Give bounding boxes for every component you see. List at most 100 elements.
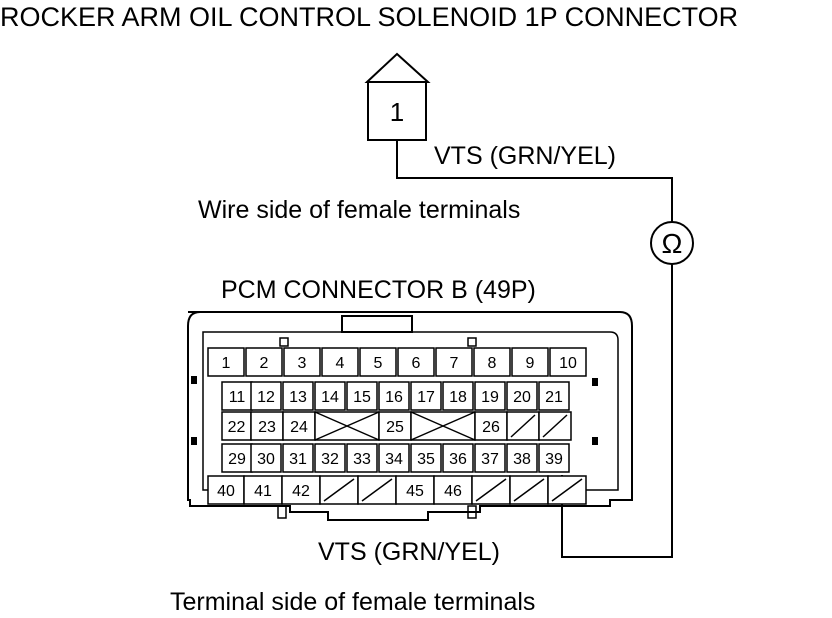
terminal-22-cell	[221, 411, 252, 441]
ohm-icon: Ω	[662, 228, 683, 259]
terminal-46-label: 46	[444, 483, 462, 500]
terminal-2-cell	[245, 347, 283, 377]
terminal-24-label: 24	[290, 419, 308, 436]
terminal-12-label: 12	[257, 389, 275, 406]
index-mark-right	[467, 337, 477, 347]
terminal-32-cell	[314, 443, 346, 473]
right-tab-lower	[592, 437, 598, 445]
terminal-side-caption: Terminal side of female terminals	[170, 588, 535, 616]
foot-left	[277, 505, 287, 519]
terminal-35-label: 35	[417, 451, 435, 468]
terminal-17-cell	[410, 381, 442, 411]
terminal-30-label: 30	[257, 451, 275, 468]
terminal-35-cell	[410, 443, 442, 473]
terminal-1-label: 1	[222, 355, 231, 372]
terminal-16-cell	[378, 381, 410, 411]
terminal-42-label: 42	[292, 483, 310, 500]
terminal-36-cell	[442, 443, 474, 473]
solenoid-pin-label: 1	[390, 97, 404, 127]
terminal-10-cell	[549, 347, 587, 377]
terminal-39-cell	[538, 443, 570, 473]
terminal-26-label: 26	[482, 419, 500, 436]
wire-bottom-path	[561, 264, 673, 558]
terminal-37-label: 37	[481, 451, 499, 468]
terminal-2-label: 2	[260, 355, 269, 372]
terminal-14-cell	[314, 381, 346, 411]
terminal-19-cell	[474, 381, 506, 411]
terminal-22-label: 22	[228, 419, 246, 436]
terminal-34-label: 34	[385, 451, 403, 468]
terminal-5-label: 5	[374, 355, 383, 372]
terminal-18-cell	[442, 381, 474, 411]
terminal-20-cell	[506, 381, 538, 411]
terminal-32-label: 32	[321, 451, 339, 468]
solenoid-connector: 1	[364, 52, 431, 141]
terminal-40-cell	[207, 475, 245, 505]
terminal-3-cell	[283, 347, 321, 377]
ohmmeter: Ω	[650, 221, 694, 265]
terminal-34-cell	[378, 443, 410, 473]
terminal-42-cell	[281, 475, 321, 505]
terminal-29-cell	[221, 443, 253, 473]
terminal-38-cell	[506, 443, 538, 473]
terminal-16-label: 16	[385, 389, 403, 406]
terminal-13-label: 13	[289, 389, 307, 406]
terminal-46-cell	[433, 475, 473, 505]
left-tab-lower	[191, 437, 197, 445]
wire-side-caption: Wire side of female terminals	[198, 196, 520, 224]
blank-row3-c-blank-slash	[510, 414, 536, 438]
terminal-19-label: 19	[481, 389, 499, 406]
terminal-29-label: 29	[228, 451, 246, 468]
blank-row3-b-blank-x	[410, 411, 476, 441]
terminal-15-cell	[346, 381, 378, 411]
terminal-45-cell	[395, 475, 435, 505]
blank-row5-a-blank-slash	[323, 478, 355, 502]
inner-frame	[202, 331, 619, 491]
terminal-1-cell	[207, 347, 245, 377]
terminal-6-label: 6	[412, 355, 421, 372]
terminal-4-label: 4	[336, 355, 345, 372]
terminal-40-label: 40	[217, 483, 235, 500]
diagram-title: ROCKER ARM OIL CONTROL SOLENOID 1P CONNE…	[0, 2, 738, 32]
index-mark-left	[279, 337, 289, 347]
terminal-12-cell	[250, 381, 282, 411]
wire-top-label: VTS (GRN/YEL)	[434, 142, 616, 170]
terminal-21-cell	[538, 381, 570, 411]
terminal-13-cell	[282, 381, 314, 411]
blank-row3-d-blank-slash	[542, 414, 568, 438]
terminal-8-label: 8	[488, 355, 497, 372]
terminal-33-cell	[346, 443, 378, 473]
terminal-45-label: 45	[406, 483, 424, 500]
terminal-4-cell	[321, 347, 359, 377]
terminal-37-cell	[474, 443, 506, 473]
terminal-14-label: 14	[321, 389, 339, 406]
terminal-9-label: 9	[526, 355, 535, 372]
terminal-39-label: 39	[545, 451, 563, 468]
terminal-41-label: 41	[254, 483, 272, 500]
right-tab-upper	[592, 378, 598, 386]
terminal-31-cell	[282, 443, 314, 473]
terminal-36-label: 36	[449, 451, 467, 468]
terminal-6-cell	[397, 347, 435, 377]
wire-bottom-label: VTS (GRN/YEL)	[318, 538, 500, 566]
housing-outline	[187, 311, 633, 521]
terminal-24-cell	[282, 411, 316, 441]
pcm-connector-title: PCM CONNECTOR B (49P)	[221, 276, 536, 304]
wire-top-path	[396, 140, 673, 222]
terminal-3-label: 3	[298, 355, 307, 372]
blank-row5-d-blank-slash	[513, 478, 545, 502]
terminal-25-label: 25	[386, 419, 404, 436]
terminal-30-cell	[250, 443, 282, 473]
terminal-9-cell	[511, 347, 549, 377]
terminal-23-label: 23	[258, 419, 276, 436]
terminal-20-label: 20	[513, 389, 531, 406]
terminal-11-cell	[221, 381, 253, 411]
terminal-33-label: 33	[353, 451, 371, 468]
blank-row3-a-blank-x	[314, 411, 380, 441]
top-latch	[341, 315, 413, 333]
terminal-7-cell	[435, 347, 473, 377]
terminal-31-label: 31	[289, 451, 307, 468]
